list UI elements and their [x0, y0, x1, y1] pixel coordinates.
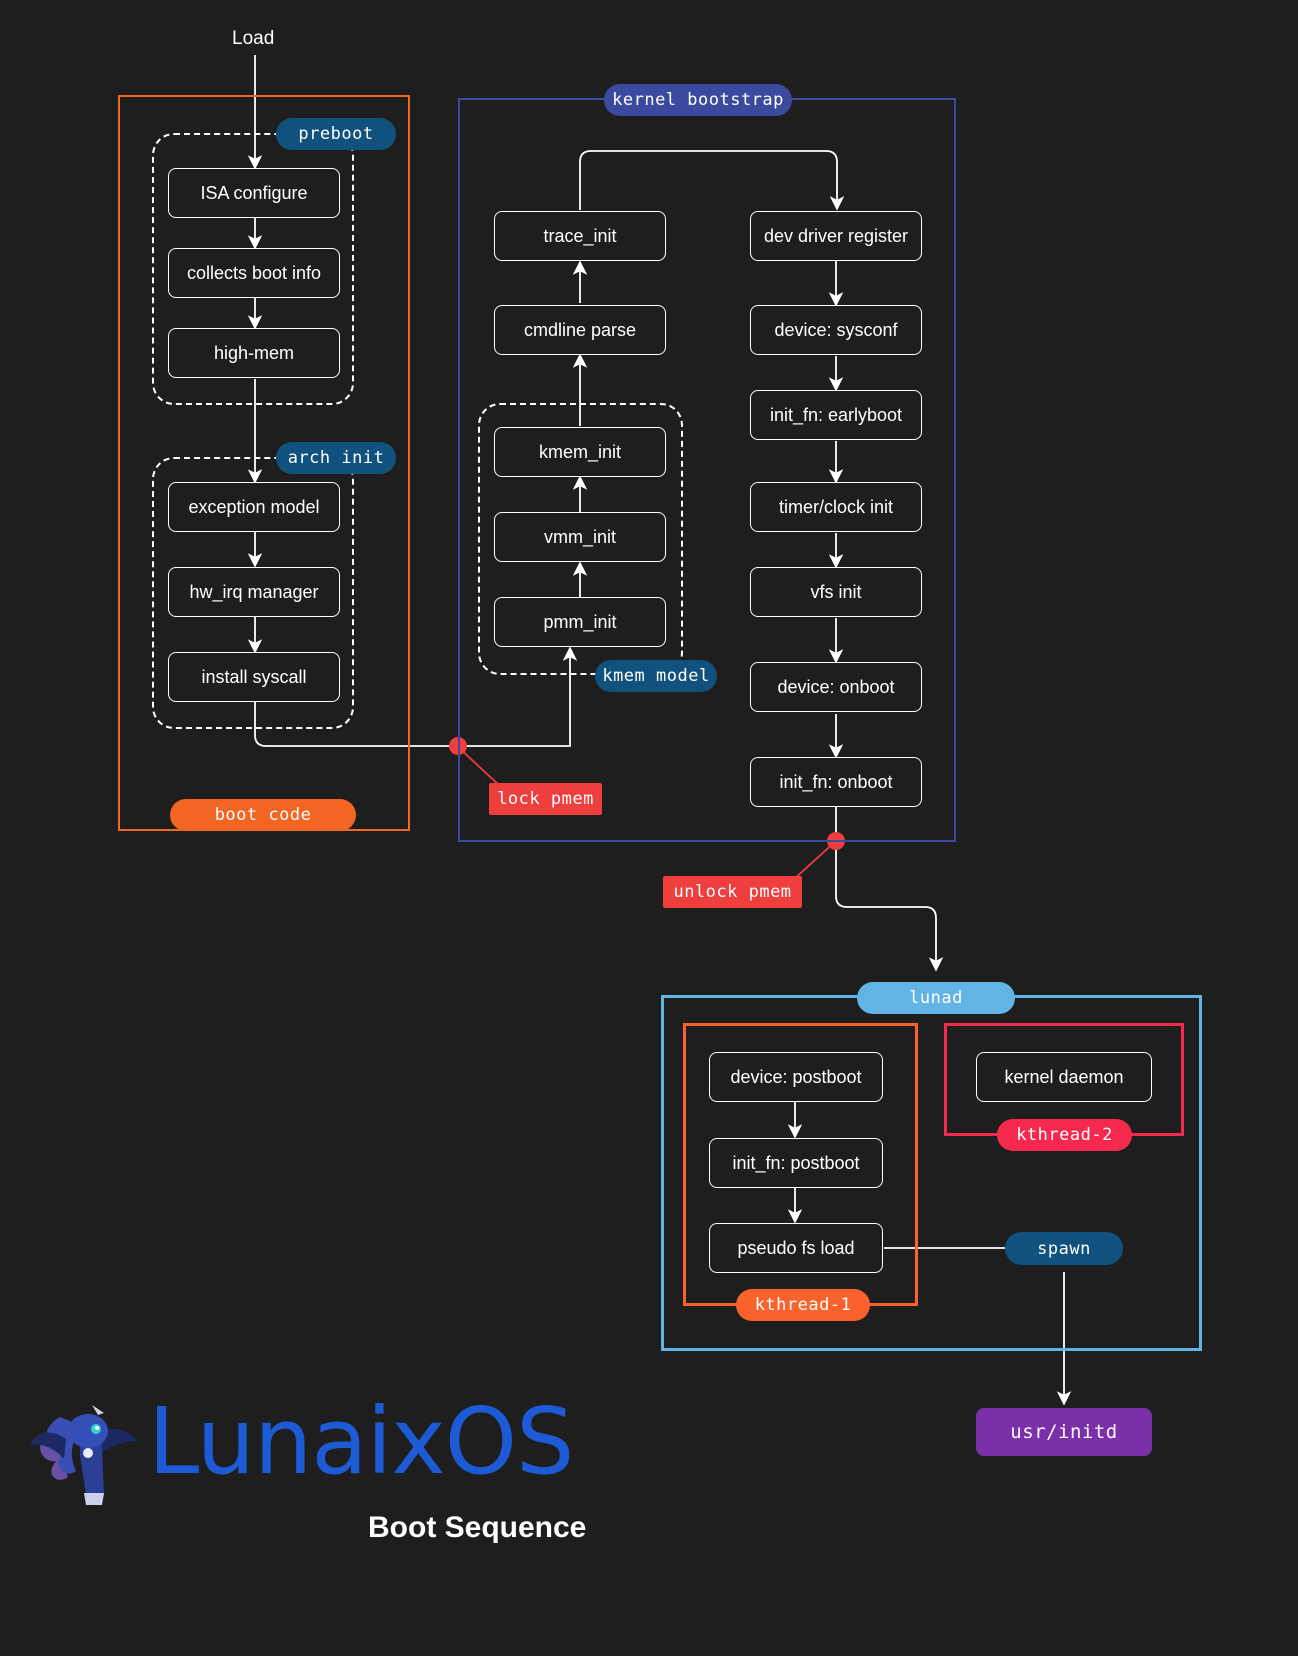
group-preboot [152, 133, 354, 405]
group-arch-init [152, 457, 354, 729]
node-kernel-daemon[interactable]: kernel daemon [976, 1052, 1152, 1102]
footer-title: Boot Sequence [368, 1511, 587, 1544]
node-isa-configure[interactable]: ISA configure [168, 168, 340, 218]
node-kmem-init[interactable]: kmem_init [494, 427, 666, 477]
node-hw-irq-manager[interactable]: hw_irq manager [168, 567, 340, 617]
node-init-fn-earlyboot[interactable]: init_fn: earlyboot [750, 390, 922, 440]
node-collects-boot-info[interactable]: collects boot info [168, 248, 340, 298]
node-install-syscall[interactable]: install syscall [168, 652, 340, 702]
group-label-kthread-2: kthread-2 [997, 1119, 1132, 1151]
node-device-postboot[interactable]: device: postboot [709, 1052, 883, 1102]
brand-wordmark: LunaixOS [148, 1388, 574, 1495]
group-label-preboot: preboot [276, 118, 396, 150]
group-label-kthread-1: kthread-1 [736, 1289, 870, 1321]
brand-name: LunaixOS [148, 1388, 574, 1495]
marker-lock-pmem: lock pmem [489, 783, 602, 815]
group-label-arch-init: arch init [276, 442, 396, 474]
marker-usr-initd[interactable]: usr/initd [976, 1408, 1152, 1456]
node-trace-init[interactable]: trace_init [494, 211, 666, 261]
marker-unlock-pmem: unlock pmem [663, 876, 802, 908]
entry-label: Load [232, 28, 275, 49]
node-device-onboot[interactable]: device: onboot [750, 662, 922, 712]
group-label-lunad: lunad [857, 982, 1015, 1014]
group-label-kmem-model: kmem model [595, 660, 717, 692]
node-dev-driver-register[interactable]: dev driver register [750, 211, 922, 261]
node-cmdline-parse[interactable]: cmdline parse [494, 305, 666, 355]
node-high-mem[interactable]: high-mem [168, 328, 340, 378]
node-device-sysconf[interactable]: device: sysconf [750, 305, 922, 355]
group-label-boot-code: boot code [170, 799, 356, 831]
node-pmm-init[interactable]: pmm_init [494, 597, 666, 647]
node-vmm-init[interactable]: vmm_init [494, 512, 666, 562]
node-init-fn-onboot[interactable]: init_fn: onboot [750, 757, 922, 807]
group-kmem-model [478, 403, 683, 675]
node-pseudo-fs-load[interactable]: pseudo fs load [709, 1223, 883, 1273]
node-vfs-init[interactable]: vfs init [750, 567, 922, 617]
group-label-kernel-bootstrap: kernel bootstrap [604, 84, 792, 116]
marker-spawn: spawn [1005, 1232, 1123, 1265]
node-exception-model[interactable]: exception model [168, 482, 340, 532]
luna-pony-logo-icon [22, 1389, 157, 1509]
node-timer-clock-init[interactable]: timer/clock init [750, 482, 922, 532]
node-init-fn-postboot[interactable]: init_fn: postboot [709, 1138, 883, 1188]
